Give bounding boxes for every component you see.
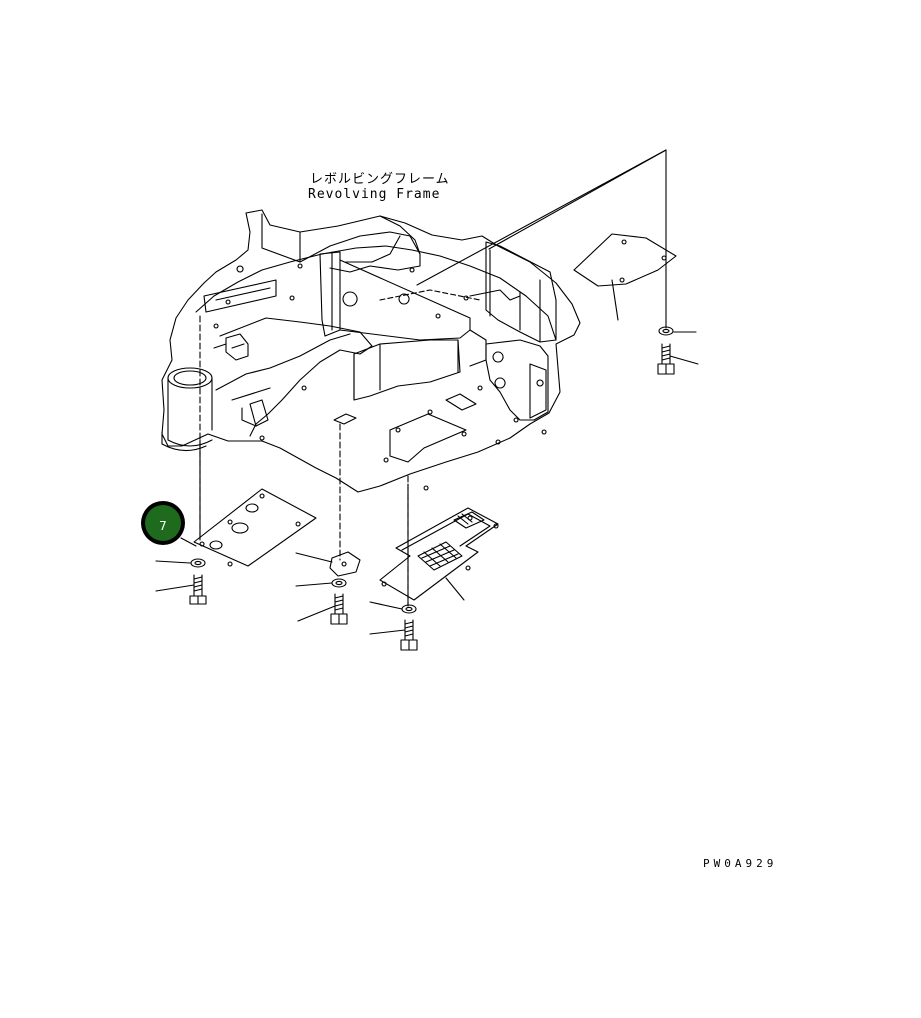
assembly-name-jp: レボルビングフレーム bbox=[310, 172, 450, 187]
boom-box-member bbox=[354, 340, 460, 400]
washer-upper-right bbox=[659, 327, 696, 335]
deck-access-opening bbox=[390, 414, 466, 462]
cover-plate-left bbox=[194, 489, 316, 566]
boom-foot-cavity bbox=[220, 318, 372, 436]
right-vertical-plate bbox=[486, 242, 556, 342]
washer-left bbox=[156, 559, 205, 567]
callout-leader bbox=[181, 538, 196, 546]
assembly-name-en: Revolving Frame bbox=[308, 187, 441, 202]
bolt-upper-right bbox=[658, 344, 698, 374]
callout-marker[interactable]: 7 bbox=[141, 501, 185, 545]
frame-deck-outline bbox=[162, 210, 580, 492]
bolt-right bbox=[370, 620, 417, 650]
center-vertical-plate bbox=[340, 260, 486, 366]
assembly-lines-solid bbox=[200, 150, 666, 606]
bolt-center bbox=[298, 594, 347, 624]
washer-center bbox=[296, 579, 346, 587]
callout-number: 7 bbox=[159, 519, 167, 533]
frame-inner-edge bbox=[196, 246, 556, 340]
cover-plate-center bbox=[296, 552, 360, 576]
right-side-box bbox=[486, 340, 548, 420]
swing-bracket-cylinder bbox=[162, 368, 212, 451]
drawing-code: PW0A929 bbox=[703, 857, 778, 870]
bolt-left bbox=[156, 575, 206, 604]
left-vertical-plate bbox=[320, 252, 340, 336]
cover-plate-upper-right bbox=[574, 234, 676, 320]
washer-right bbox=[370, 602, 416, 613]
revolving-frame bbox=[162, 210, 580, 492]
callout-fill: 7 bbox=[145, 505, 181, 541]
cover-plate-right bbox=[380, 508, 498, 600]
